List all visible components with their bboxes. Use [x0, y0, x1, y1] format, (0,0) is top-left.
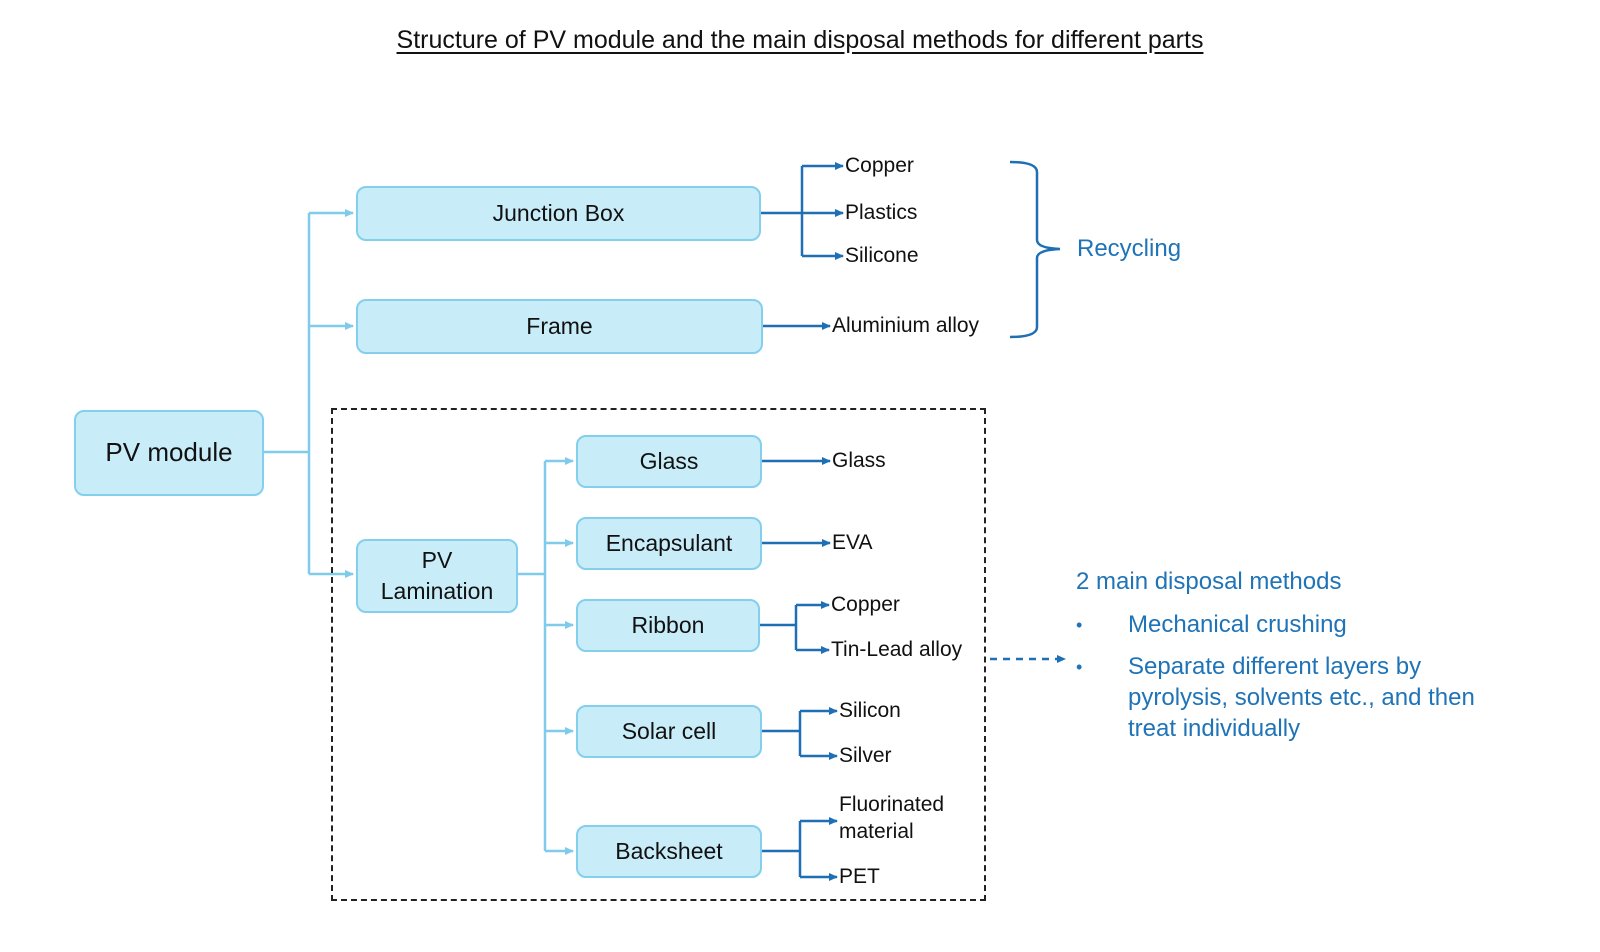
material-copper-ribbon: Copper — [831, 593, 900, 616]
material-tin-lead-alloy: Tin-Lead alloy — [831, 638, 963, 661]
bullet-dot-1: • — [1076, 615, 1083, 635]
bullet-dot-2: • — [1076, 657, 1083, 677]
lamination-connectors — [518, 457, 574, 855]
recycling-bracket — [1009, 160, 1061, 339]
pv-lamination-box: PV Lamination — [356, 539, 518, 613]
backsheet-layer-box: Backsheet — [576, 825, 762, 878]
junction-box-box: Junction Box — [356, 186, 761, 241]
pv-module-box: PV module — [74, 410, 264, 496]
material-copper: Copper — [845, 154, 914, 177]
ribbon-layer-box: Ribbon — [576, 599, 760, 652]
material-glass: Glass — [832, 449, 886, 472]
material-aluminium-alloy: Aluminium alloy — [832, 314, 980, 337]
disposal-heading: 2 main disposal methods — [1076, 568, 1342, 595]
material-silicon: Silicon — [839, 699, 901, 722]
material-connectors — [760, 162, 844, 881]
encapsulant-layer-box: Encapsulant — [576, 517, 762, 570]
material-silicone: Silicone — [845, 244, 919, 267]
material-eva: EVA — [832, 531, 873, 554]
lamination-group-border — [331, 408, 986, 901]
material-silver: Silver — [839, 744, 892, 767]
frame-box: Frame — [356, 299, 763, 354]
disposal-method-1: Mechanical crushing — [1128, 611, 1347, 638]
solar-cell-layer-box: Solar cell — [576, 705, 762, 758]
glass-layer-box: Glass — [576, 435, 762, 488]
recycling-label: Recycling — [1077, 235, 1182, 262]
material-plastics: Plastics — [845, 201, 918, 224]
root-connectors — [264, 209, 354, 578]
material-fluorinated: Fluorinated material — [839, 793, 945, 844]
disposal-method-2: Separate different layers by pyrolysis, … — [1128, 653, 1475, 743]
material-pet: PET — [839, 865, 880, 888]
diagram-title: Structure of PV module and the main disp… — [396, 26, 1204, 54]
